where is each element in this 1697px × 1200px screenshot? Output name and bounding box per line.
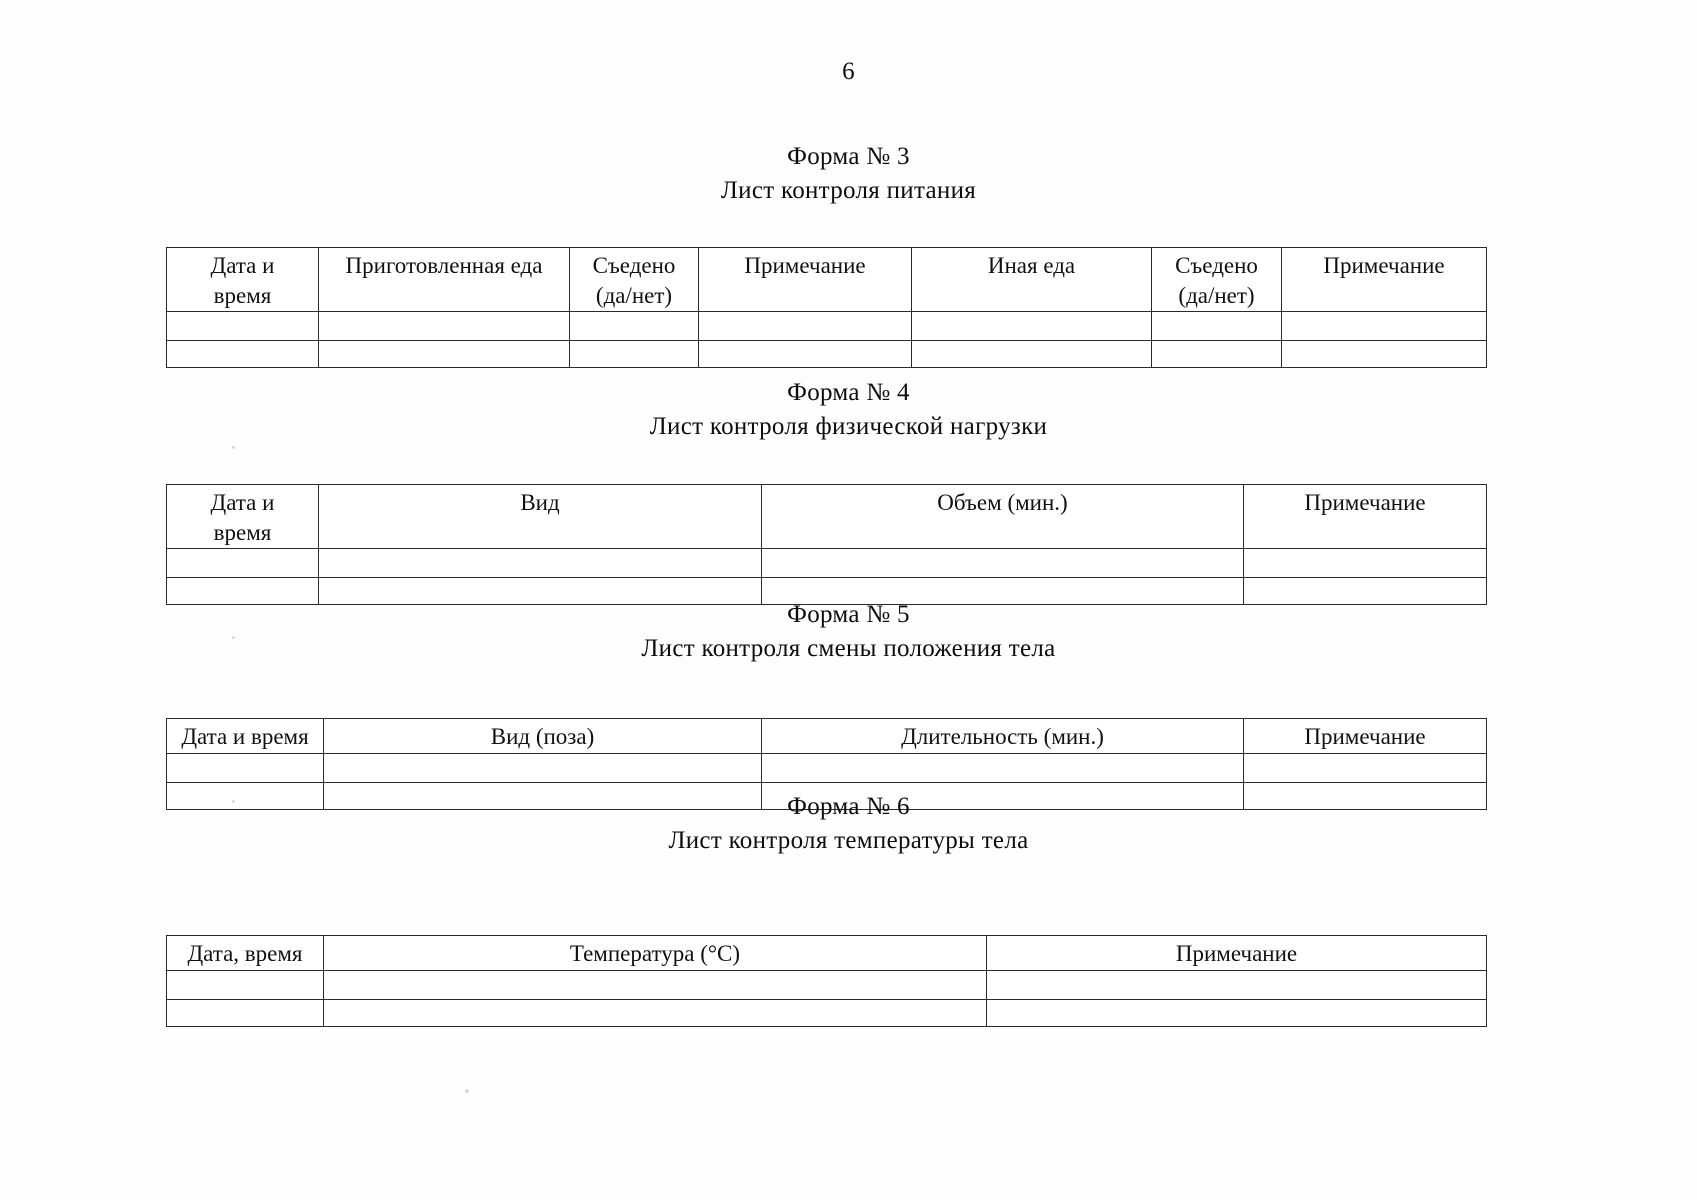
column-header: Примечание [698,247,912,312]
column-header: Примечание [1243,484,1487,549]
table-cell[interactable] [761,548,1244,578]
column-header: Приготовленная еда [318,247,570,312]
table-cell[interactable] [698,311,912,341]
table-header-row: Дата, время Температура (°C) Примечание [166,935,1487,971]
form-block-3: Форма № 3 Лист контроля питания [0,140,1697,208]
scan-speck [232,446,235,449]
table-cell[interactable] [1243,577,1487,605]
table-row[interactable] [166,340,1487,368]
form-block-5: Форма № 5 Лист контроля смены положения … [0,598,1697,666]
table-cell[interactable] [1281,340,1487,368]
table-cell[interactable] [1151,311,1282,341]
table-cell[interactable] [166,782,324,810]
table-cell[interactable] [323,970,987,1000]
table-cell[interactable] [323,999,987,1027]
form-3-caption: Лист контроля питания [720,177,977,204]
table-cell[interactable] [318,311,570,341]
table-cell[interactable] [166,999,324,1027]
table-form-4: Дата и время Вид Объем (мин.) Примечание [166,484,1487,605]
form-6-number: Форма № 6 [787,793,910,820]
table-cell[interactable] [911,311,1152,341]
scan-speck [465,1089,469,1093]
form-4-titles: Форма № 4 Лист контроля физической нагру… [0,376,1697,444]
table-cell[interactable] [166,548,319,578]
column-header: Съедено (да/нет) [1151,247,1282,312]
form-5-caption: Лист контроля смены положения тела [641,635,1056,662]
table-cell[interactable] [1281,311,1487,341]
column-header: Объем (мин.) [761,484,1244,549]
table-cell[interactable] [911,340,1152,368]
table-cell[interactable] [318,577,762,605]
page-number: 6 [842,58,855,85]
table-cell[interactable] [761,577,1244,605]
form-block-6: Форма № 6 Лист контроля температуры тела [0,790,1697,858]
table-cell[interactable] [323,753,762,783]
table-header-row: Дата и время Вид Объем (мин.) Примечание [166,484,1487,549]
table-row[interactable] [166,753,1487,783]
table-cell[interactable] [569,311,699,341]
table-row[interactable] [166,311,1487,341]
table-cell[interactable] [569,340,699,368]
column-header: Длительность (мин.) [761,718,1244,754]
table-cell[interactable] [986,970,1487,1000]
table-cell[interactable] [761,753,1244,783]
table-cell[interactable] [166,311,319,341]
column-header: Съедено (да/нет) [569,247,699,312]
table-cell[interactable] [166,577,319,605]
form-3-number: Форма № 3 [787,143,910,170]
column-header: Дата и время [166,718,324,754]
table-cell[interactable] [318,548,762,578]
table-cell[interactable] [318,340,570,368]
column-header: Дата, время [166,935,324,971]
form-5-number: Форма № 5 [787,601,910,628]
table-cell[interactable] [1243,782,1487,810]
table-header-row: Дата и время Приготовленная еда Съедено … [166,247,1487,312]
table-row[interactable] [166,782,1487,810]
column-header: Примечание [986,935,1487,971]
column-header: Температура (°C) [323,935,987,971]
column-header: Иная еда [911,247,1152,312]
form-6-titles: Форма № 6 Лист контроля температуры тела [0,790,1697,858]
table-form-3: Дата и время Приготовленная еда Съедено … [166,247,1487,368]
column-header: Примечание [1281,247,1487,312]
table-cell[interactable] [166,970,324,1000]
form-4-number: Форма № 4 [787,379,910,406]
column-header: Вид (поза) [323,718,762,754]
table-cell[interactable] [1151,340,1282,368]
column-header: Вид [318,484,762,549]
table-row[interactable] [166,999,1487,1027]
table-cell[interactable] [166,753,324,783]
column-header: Примечание [1243,718,1487,754]
form-block-4: Форма № 4 Лист контроля физической нагру… [0,376,1697,444]
scan-speck [232,636,235,639]
table-cell[interactable] [323,782,762,810]
table-form-5: Дата и время Вид (поза) Длительность (ми… [166,718,1487,810]
table-form-6: Дата, время Температура (°C) Примечание [166,935,1487,1027]
scan-speck [232,800,235,803]
form-4-caption: Лист контроля физической нагрузки [649,413,1048,440]
form-6-caption: Лист контроля температуры тела [668,827,1029,854]
table-cell[interactable] [761,782,1244,810]
column-header: Дата и время [166,484,319,549]
form-5-titles: Форма № 5 Лист контроля смены положения … [0,598,1697,666]
table-cell[interactable] [1243,548,1487,578]
table-cell[interactable] [986,999,1487,1027]
table-header-row: Дата и время Вид (поза) Длительность (ми… [166,718,1487,754]
column-header: Дата и время [166,247,319,312]
table-row[interactable] [166,548,1487,578]
table-row[interactable] [166,577,1487,605]
form-3-titles: Форма № 3 Лист контроля питания [0,140,1697,208]
table-cell[interactable] [1243,753,1487,783]
table-cell[interactable] [698,340,912,368]
table-cell[interactable] [166,340,319,368]
table-row[interactable] [166,970,1487,1000]
